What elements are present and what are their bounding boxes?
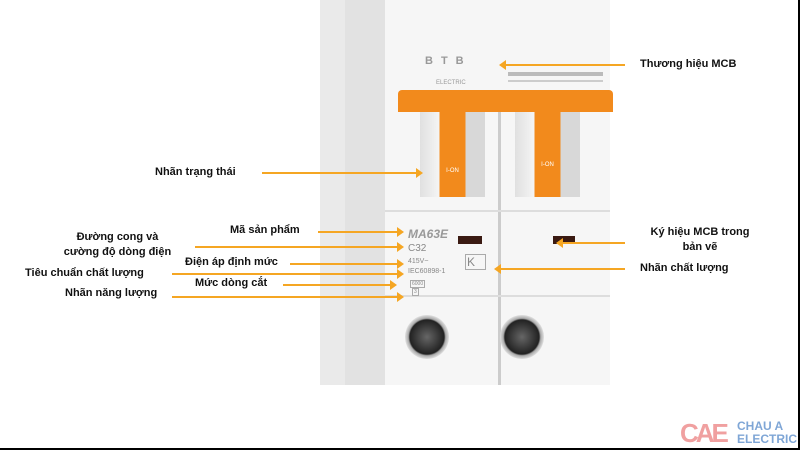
toggle-lever[interactable] [398,90,613,112]
brand-logo: BTB [425,55,472,67]
label-breaking: Mức dòng cắt [195,277,268,289]
terminal-screw [405,315,449,359]
label-standard: Tiêu chuẩn chất lượng [25,267,144,279]
label-energy: Nhãn năng lượng [65,287,158,299]
label-brand: Thương hiệu MCB [640,58,737,70]
label-status: Nhãn trạng thái [155,166,236,178]
watermark-logo: CAE [680,418,729,448]
terminal-screw [500,315,544,359]
label-voltage: Điện áp định mức [185,256,278,268]
label-product-code: Mã sản phẩm [230,224,300,236]
label-quality: Nhãn chất lượng [640,262,729,274]
